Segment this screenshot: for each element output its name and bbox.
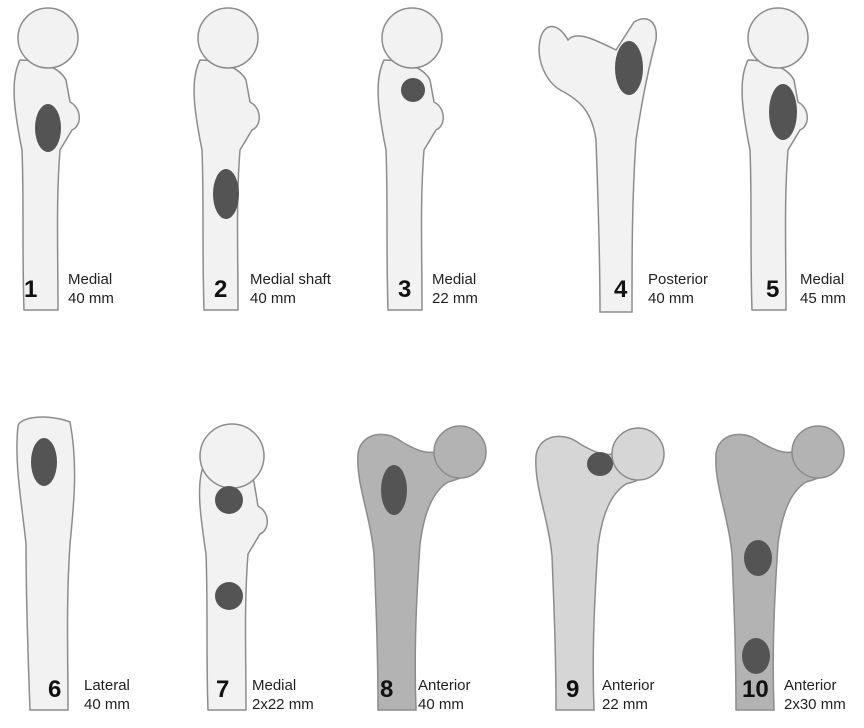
femur-medial-view bbox=[0, 0, 172, 364]
defect-size: 45 mm bbox=[800, 289, 846, 308]
defect-location: Medial bbox=[800, 270, 846, 289]
defect-location: Anterior bbox=[418, 676, 471, 695]
defect-location: Anterior bbox=[784, 676, 846, 695]
panel-caption: Medial 40 mm bbox=[68, 270, 114, 308]
defect-location: Medial bbox=[432, 270, 478, 289]
femur-medial-view bbox=[688, 0, 860, 364]
femoral-head bbox=[748, 8, 808, 68]
femoral-head bbox=[198, 8, 258, 68]
panel-3: 3 Medial 22 mm bbox=[344, 0, 516, 364]
panel-caption: Anterior 40 mm bbox=[418, 676, 471, 714]
defect-size: 2x30 mm bbox=[784, 695, 846, 714]
defect-size: 22 mm bbox=[602, 695, 655, 714]
defect bbox=[31, 438, 57, 486]
defect bbox=[215, 582, 243, 610]
panel-1: 1 Medial 40 mm bbox=[0, 0, 172, 364]
femoral-head bbox=[18, 8, 78, 68]
panel-9: 9 Anterior 22 mm bbox=[516, 364, 688, 728]
panel-2: 2 Medial shaft 40 mm bbox=[172, 0, 344, 364]
femur-anterior-view bbox=[344, 364, 516, 728]
panel-number: 5 bbox=[766, 278, 779, 302]
femur-anterior-view bbox=[516, 364, 688, 728]
defect bbox=[401, 78, 425, 102]
defect-size: 2x22 mm bbox=[252, 695, 314, 714]
panel-number: 9 bbox=[566, 678, 579, 702]
femur-medial-view bbox=[172, 0, 344, 364]
panel-number: 8 bbox=[380, 678, 393, 702]
defect-size: 40 mm bbox=[68, 289, 114, 308]
panel-4: 4 Posterior 40 mm bbox=[516, 0, 688, 364]
defect-size: 22 mm bbox=[432, 289, 478, 308]
panel-7: 7 Medial 2x22 mm bbox=[172, 364, 344, 728]
femur-medial-view bbox=[344, 0, 516, 364]
panel-caption: Medial 45 mm bbox=[800, 270, 846, 308]
panel-number: 10 bbox=[742, 678, 769, 702]
femur-lateral-view bbox=[0, 364, 172, 728]
panel-10: 10 Anterior 2x30 mm bbox=[688, 364, 860, 728]
panel-caption: Anterior 2x30 mm bbox=[784, 676, 846, 714]
panel-number: 6 bbox=[48, 678, 61, 702]
defect-location: Medial bbox=[252, 676, 314, 695]
femur-medial-view bbox=[172, 364, 344, 728]
defect bbox=[742, 638, 770, 674]
femur-posterior-view bbox=[516, 0, 688, 364]
defect-location: Lateral bbox=[84, 676, 130, 695]
defect-size: 40 mm bbox=[84, 695, 130, 714]
panel-5: 5 Medial 45 mm bbox=[688, 0, 860, 364]
femur-anterior-view bbox=[688, 364, 860, 728]
panel-caption: Medial shaft 40 mm bbox=[250, 270, 331, 308]
panel-caption: Medial 22 mm bbox=[432, 270, 478, 308]
femoral-head bbox=[382, 8, 442, 68]
panel-caption: Anterior 22 mm bbox=[602, 676, 655, 714]
panel-number: 4 bbox=[614, 278, 627, 302]
defect bbox=[587, 452, 613, 476]
defect bbox=[35, 104, 61, 152]
panel-caption: Lateral 40 mm bbox=[84, 676, 130, 714]
panel-caption: Medial 2x22 mm bbox=[252, 676, 314, 714]
defect bbox=[769, 84, 797, 140]
defect-size: 40 mm bbox=[250, 289, 331, 308]
panel-6: 6 Lateral 40 mm bbox=[0, 364, 172, 728]
defect-size: 40 mm bbox=[418, 695, 471, 714]
femoral-head bbox=[792, 426, 844, 478]
defect bbox=[213, 169, 239, 219]
defect bbox=[381, 465, 407, 515]
panel-number: 3 bbox=[398, 278, 411, 302]
defect bbox=[215, 486, 243, 514]
panel-number: 2 bbox=[214, 278, 227, 302]
defect-location: Medial shaft bbox=[250, 270, 331, 289]
panel-number: 1 bbox=[24, 278, 37, 302]
defect-location: Medial bbox=[68, 270, 114, 289]
panel-number: 7 bbox=[216, 678, 229, 702]
panel-8: 8 Anterior 40 mm bbox=[344, 364, 516, 728]
defect bbox=[615, 41, 643, 95]
defect bbox=[744, 540, 772, 576]
femoral-head bbox=[200, 424, 264, 488]
femoral-head bbox=[612, 428, 664, 480]
defect-location: Anterior bbox=[602, 676, 655, 695]
femoral-head bbox=[434, 426, 486, 478]
